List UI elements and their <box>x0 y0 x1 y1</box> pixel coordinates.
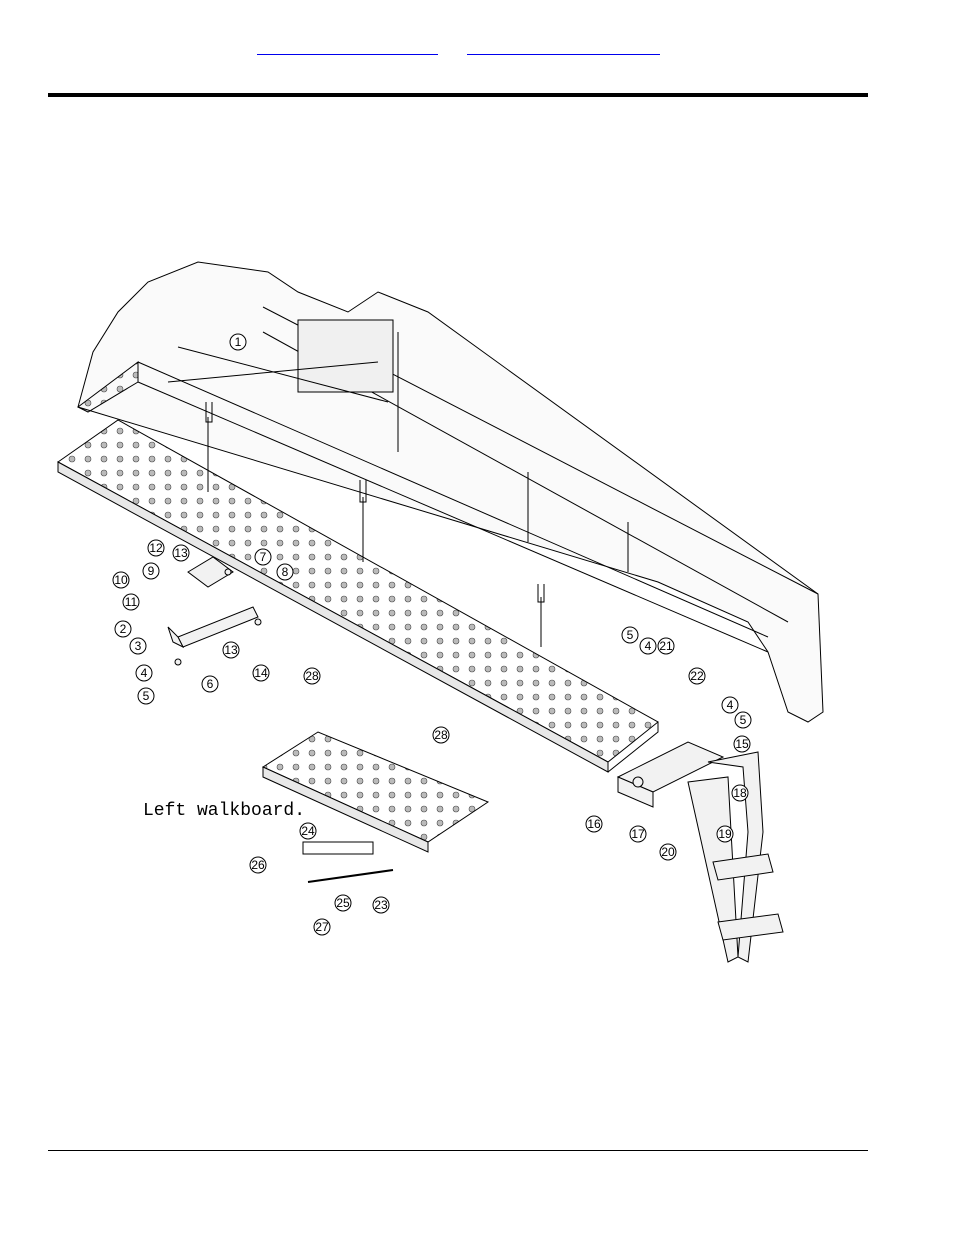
left-walkboard-caption: Left walkboard. <box>143 801 305 821</box>
svg-text:28: 28 <box>305 669 319 683</box>
callout-15: 15 <box>733 735 751 753</box>
machine-frame <box>77 261 824 723</box>
svg-text:27: 27 <box>315 920 329 934</box>
svg-text:19: 19 <box>718 827 732 841</box>
svg-text:21: 21 <box>659 639 673 653</box>
callout-14: 14 <box>252 664 270 682</box>
svg-text:5: 5 <box>740 713 747 727</box>
callout-13b: 13 <box>222 641 240 659</box>
svg-text:2: 2 <box>120 622 127 636</box>
callout-4c: 4 <box>721 696 739 714</box>
callout-7: 7 <box>254 548 272 566</box>
bracket-assembly-left <box>167 556 262 666</box>
svg-text:16: 16 <box>587 817 601 831</box>
svg-text:4: 4 <box>141 666 148 680</box>
callout-10: 10 <box>112 571 130 589</box>
svg-text:24: 24 <box>301 824 315 838</box>
svg-text:5: 5 <box>627 628 634 642</box>
callout-26: 26 <box>249 856 267 874</box>
callout-9: 9 <box>142 562 160 580</box>
step-assembly <box>616 741 784 963</box>
svg-text:3: 3 <box>135 639 142 653</box>
callout-8: 8 <box>276 563 294 581</box>
svg-text:15: 15 <box>735 737 749 751</box>
callout-4: 4 <box>135 664 153 682</box>
callout-23: 23 <box>372 896 390 914</box>
callout-4b: 4 <box>639 637 657 655</box>
nav-link-1[interactable] <box>257 40 438 55</box>
walkboard-left <box>261 731 490 883</box>
callout-20: 20 <box>659 843 677 861</box>
svg-text:11: 11 <box>125 595 138 609</box>
callout-2: 2 <box>114 620 132 638</box>
callout-16: 16 <box>585 815 603 833</box>
callout-28: 28 <box>303 667 321 685</box>
svg-text:6: 6 <box>207 677 214 691</box>
svg-text:4: 4 <box>727 698 734 712</box>
svg-text:1: 1 <box>235 335 242 349</box>
callout-17: 17 <box>629 825 647 843</box>
svg-text:5: 5 <box>143 689 150 703</box>
callout-11: 11 <box>122 593 140 611</box>
svg-text:28: 28 <box>434 728 448 742</box>
footer-rule <box>48 1150 868 1151</box>
svg-text:26: 26 <box>251 858 265 872</box>
svg-text:4: 4 <box>645 639 652 653</box>
callout-22: 22 <box>688 667 706 685</box>
callout-21: 21 <box>657 637 675 655</box>
callout-labels: 1 12 13 7 8 9 10 11 2 3 13 4 14 28 6 5 5… <box>112 333 752 936</box>
callout-1: 1 <box>229 333 247 351</box>
callout-13: 13 <box>172 544 190 562</box>
callout-24: 24 <box>299 822 317 840</box>
svg-text:13: 13 <box>174 546 188 560</box>
callout-28b: 28 <box>432 726 450 744</box>
svg-text:23: 23 <box>374 898 388 912</box>
svg-text:20: 20 <box>661 845 675 859</box>
svg-text:10: 10 <box>114 573 128 587</box>
callout-25: 25 <box>334 894 352 912</box>
svg-text:14: 14 <box>254 666 268 680</box>
callout-19: 19 <box>716 825 734 843</box>
svg-text:17: 17 <box>631 827 645 841</box>
svg-text:7: 7 <box>260 550 267 564</box>
callout-18: 18 <box>731 784 749 802</box>
callout-12: 12 <box>147 539 165 557</box>
svg-text:8: 8 <box>282 565 289 579</box>
svg-text:9: 9 <box>148 564 155 578</box>
nav-link-2[interactable] <box>467 40 660 55</box>
walkboard-main <box>57 419 659 773</box>
callout-5: 5 <box>137 687 155 705</box>
callout-5b: 5 <box>621 626 639 644</box>
svg-text:13: 13 <box>224 643 238 657</box>
header-rule <box>48 93 868 97</box>
callout-5c: 5 <box>734 711 752 729</box>
svg-text:18: 18 <box>733 786 747 800</box>
callout-27: 27 <box>313 918 331 936</box>
callout-3: 3 <box>129 637 147 655</box>
svg-text:12: 12 <box>149 541 163 555</box>
svg-text:22: 22 <box>690 669 704 683</box>
callout-6: 6 <box>201 675 219 693</box>
svg-text:25: 25 <box>336 896 350 910</box>
parts-diagram: 1 12 13 7 8 9 10 11 2 3 13 4 14 28 6 5 5… <box>57 261 824 963</box>
